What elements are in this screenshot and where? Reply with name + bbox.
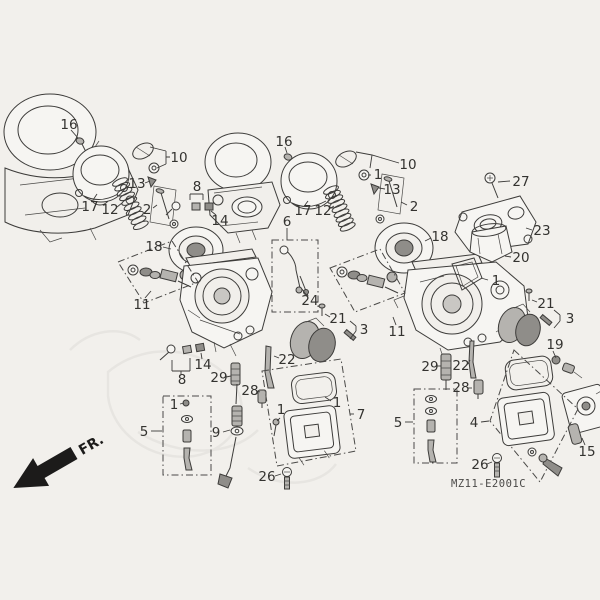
callout-13-right: 13 [383,182,400,198]
callout-18-right: 18 [431,229,448,245]
callout-23: 23 [533,223,550,239]
callout-1-gasket-left: 1 [333,395,342,411]
vacuum-cover-17-right [280,152,338,210]
callout-22-left: 22 [278,352,295,368]
callout-1-washer-right: 1 [374,167,383,183]
float-bowl-box-4-right [489,349,579,483]
callout-1-jetset: 1 [170,397,179,413]
arrow-icon [13,446,78,488]
callout-1-gasket-right: 1 [492,273,501,289]
callout-15: 15 [578,444,595,460]
callout-8-left: 8 [178,372,187,388]
air-funnel-20 [469,223,513,263]
drain-screw-26-right [492,453,502,478]
callout-3-right: 3 [566,311,575,327]
clip-13-left [147,176,157,189]
callout-17-left: 17 [81,199,98,215]
jet-22-right [468,340,477,379]
clip-13-right [370,183,380,196]
mount-bolt-27 [484,172,499,199]
callout-29-right: 29 [421,359,438,375]
jet-set-box-5-right [413,388,458,464]
valve-set-19 [551,355,583,379]
screw-set-8-14-right [165,201,214,216]
callout-16-left: 16 [60,117,77,133]
float-valve-linkage-9 [217,383,244,489]
fr-label: FR. [76,432,106,459]
callout-14-right: 14 [211,213,228,229]
callout-19: 19 [546,337,563,353]
drain-screw-26-left [282,467,292,490]
callout-2-left: 2 [143,202,152,218]
callout-8-right: 8 [193,179,202,195]
callout-13-left: 13 [128,176,145,192]
needle-set-box-11-left [117,240,199,304]
spring-12-left [112,177,149,231]
callout-28-left: 28 [241,383,258,399]
callout-16-right: 16 [275,134,292,150]
jet-28-right [473,379,484,399]
jet-28-left [257,389,267,408]
float-3-right [497,303,553,347]
callout-24: 24 [301,293,318,309]
fr-direction-arrow: FR. [13,432,107,488]
starter-valve-box-6 [271,239,319,313]
callout-2-right: 2 [410,199,419,215]
callout-21-right: 21 [537,296,554,312]
callout-6: 6 [283,214,292,230]
callout-14-left: 14 [194,357,211,373]
jet-22-left [264,345,275,389]
diagram-code: MZ11-E2001C [451,478,526,490]
callout-28-right: 28 [452,380,469,396]
callout-21-left: 21 [329,311,346,327]
jet-29-left [230,362,241,386]
float-pin-21-right [525,288,533,301]
float-bowl-box-7-left [261,358,357,467]
jet-set-box-5-left [162,395,212,476]
jet-needle-2-left [149,185,179,229]
callout-11-right: 11 [388,324,405,340]
float-pin-21-left [318,303,326,316]
callout-18-left: 18 [145,239,162,255]
callout-11-left: 11 [133,297,150,313]
diaphragm-piston-18-right [374,222,434,284]
screw-set-8-14-left [159,342,206,361]
callout-7: 7 [357,407,366,423]
boot-washer-10-left [132,142,160,174]
callout-27: 27 [512,174,529,190]
callout-numbers: 16 10 13 2 17 12 18 11 6 24 21 3 14 8 29… [60,117,595,485]
callout-12-right: 12 [314,203,331,219]
callout-4: 4 [470,415,479,431]
boot-washer-10-right [335,150,370,181]
callout-17-right: 17 [294,203,311,219]
callout-12-left: 12 [101,202,118,218]
callout-26-right: 26 [471,457,488,473]
float-3-left [289,317,357,363]
carburetor-body-mid-right [393,253,529,361]
callout-20: 20 [512,250,529,266]
needle-set-box-11-right [329,248,406,313]
callout-22-right: 22 [452,358,469,374]
callout-29-left: 29 [210,370,227,386]
carburetor-body-top-middle [204,132,281,244]
callout-3-left: 3 [360,322,369,338]
callout-26-left: 26 [258,469,275,485]
solenoid-valve-15 [561,383,600,445]
leader-lines [70,129,586,477]
jet-needle-2-right [375,173,405,224]
callout-1-valve-left: 1 [277,402,286,418]
callout-5-left: 5 [140,424,149,440]
callout-10-right: 10 [399,157,416,173]
callout-5-right: 5 [394,415,403,431]
callout-9: 9 [212,425,221,441]
spring-12-right [323,185,356,232]
carburetor-body-mid-left [179,248,273,357]
jet-29-right [440,353,452,390]
callout-10-left: 10 [170,150,187,166]
